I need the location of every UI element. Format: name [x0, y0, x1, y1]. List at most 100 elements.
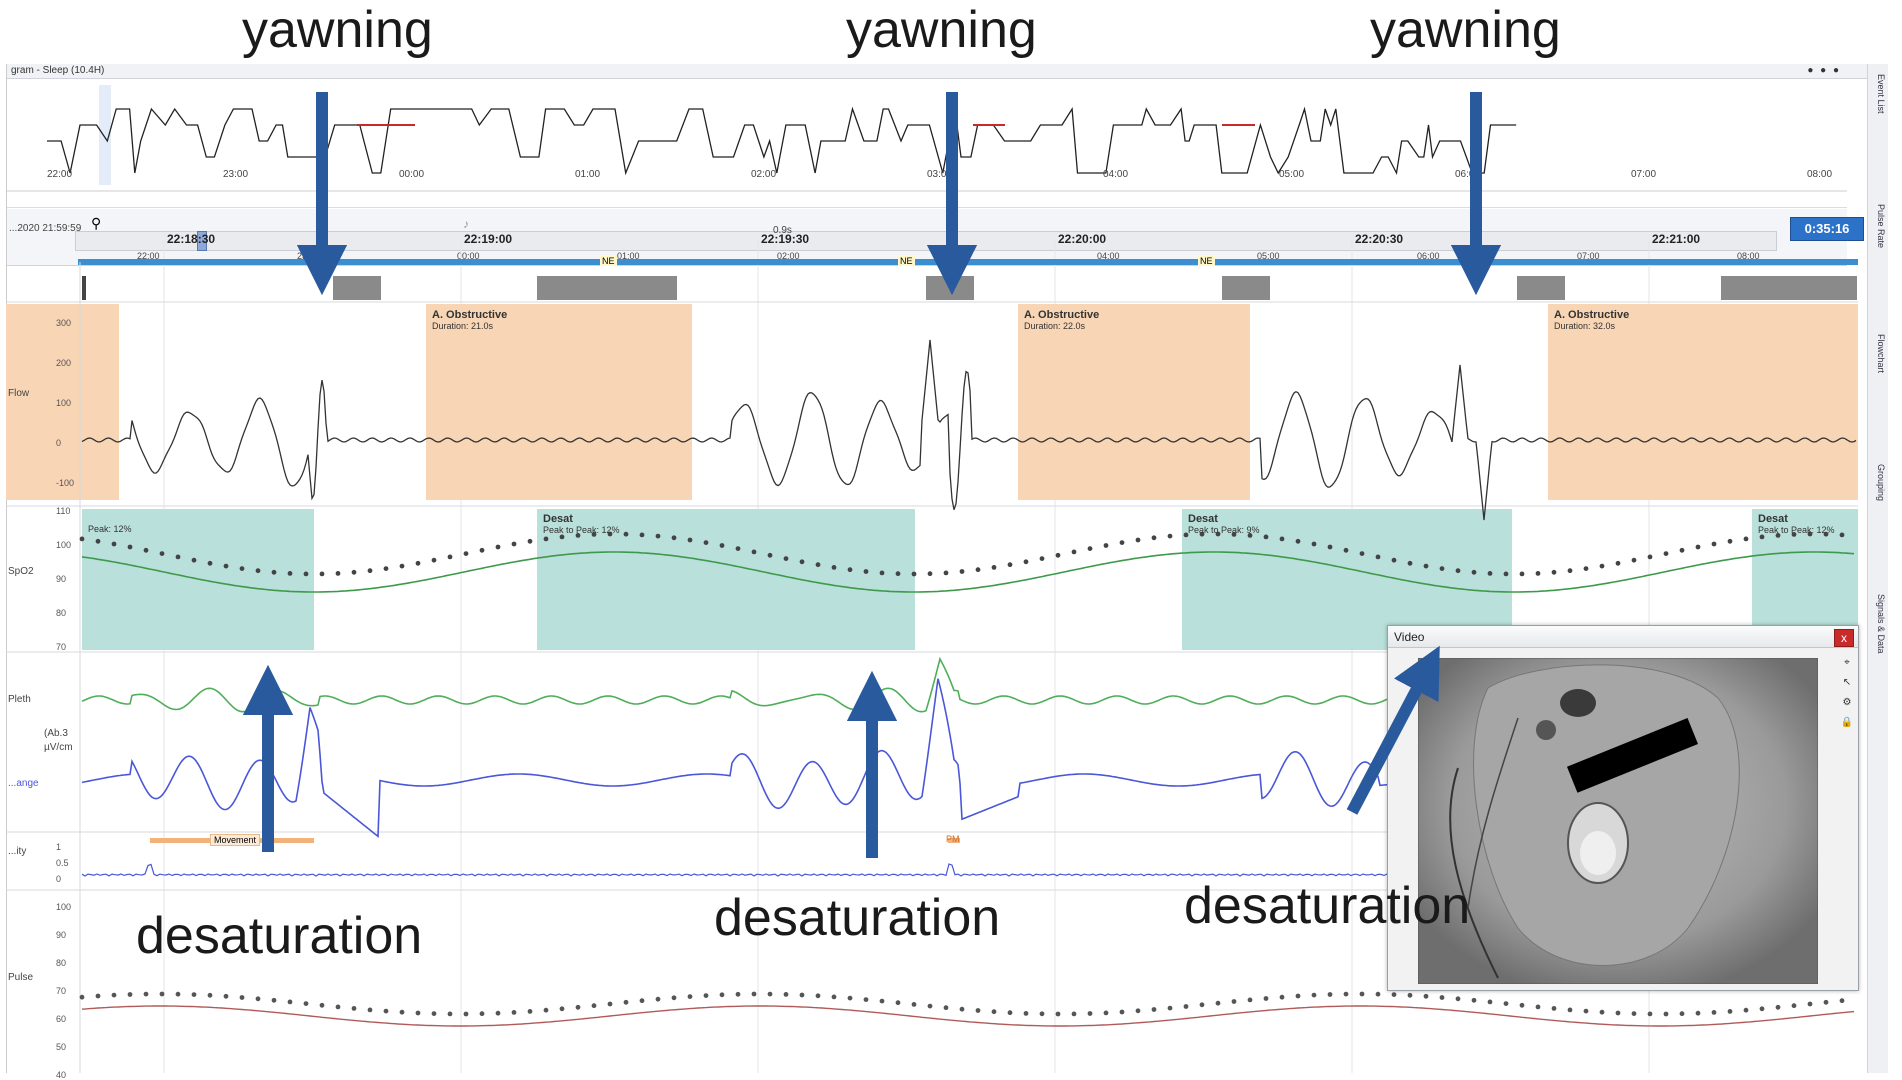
video-pin-icon[interactable]: ⌖ — [1844, 657, 1850, 668]
spo2-beat-marker — [1327, 544, 1333, 550]
pulse-beat-marker — [351, 1006, 357, 1011]
pulse-beat-marker — [751, 991, 757, 997]
side-tab-0[interactable]: Event List — [1876, 74, 1886, 114]
pulse-beat-marker — [1567, 1007, 1573, 1013]
side-tab-2[interactable]: Flowchart — [1876, 334, 1886, 374]
spo2-beat-marker — [1199, 531, 1205, 537]
pulse-beat-marker — [927, 1003, 933, 1009]
pulse-beat-marker — [1071, 1011, 1077, 1017]
pin-icon[interactable]: ⚲ — [91, 215, 102, 231]
hypnogram-trace — [47, 106, 1517, 176]
video-settings-icon[interactable]: ⚙ — [1842, 697, 1852, 708]
flow-axis-tick: 100 — [56, 398, 72, 408]
desat-event-label[interactable]: Desat Peak to Peak: 9% — [1184, 510, 1264, 535]
pulse-beat-marker — [703, 993, 709, 998]
pulse-beat-marker — [1695, 1010, 1701, 1016]
spo2-beat-marker — [863, 569, 869, 574]
snore-events-row — [82, 276, 1857, 300]
pulse-beat-marker — [1455, 996, 1461, 1002]
spo2-beat-marker — [255, 568, 261, 574]
side-tab-1[interactable]: Pulse Rate — [1876, 204, 1886, 249]
pulse-beat-marker — [1839, 998, 1845, 1004]
clock-display[interactable]: 0:35:16 — [1790, 217, 1864, 241]
spo2-beat-marker — [1439, 566, 1445, 571]
pulse-beat-marker — [1615, 1010, 1621, 1016]
spo2-beat-marker — [991, 565, 997, 570]
spo2-beat-marker — [511, 541, 517, 547]
pulse-beat-marker — [1775, 1004, 1781, 1010]
spo2-beat-marker — [1807, 531, 1813, 537]
desat-event-label[interactable]: Desat Peak to Peak: 12% — [539, 510, 624, 535]
pm-event-label[interactable]: PM — [946, 834, 960, 844]
epoch-time-label: 22:19:30 — [761, 232, 810, 246]
desaturation-events — [82, 509, 1858, 650]
pulse-beat-marker — [415, 1010, 421, 1016]
spo2-beat-marker — [287, 571, 293, 576]
obstructive-event-label[interactable]: A. Obstructive Duration: 32.0s — [1550, 306, 1633, 331]
side-tab-3[interactable]: Grouping — [1876, 464, 1886, 502]
spo2-beat-marker — [895, 571, 901, 577]
pleth-unit-label: (Ab.3 — [44, 728, 68, 739]
spo2-beat-marker — [623, 531, 629, 537]
spo2-beat-marker — [1231, 532, 1237, 537]
window-controls-icon[interactable]: ● ● ● — [1807, 65, 1841, 76]
timeline-subtick-label: 01:00 — [617, 251, 640, 261]
pulse-axis-tick: 100 — [56, 902, 72, 912]
spo2-beat-marker — [799, 559, 805, 565]
video-window[interactable]: Video x ⌖ ↖ ⚙ 🔒 — [1387, 625, 1859, 991]
pulse-beat-markers — [79, 991, 1845, 1017]
spo2-beat-marker — [1535, 571, 1541, 576]
obstructive-event-label[interactable]: A. Obstructive Duration: 21.0s — [428, 306, 511, 331]
video-close-button[interactable]: x — [1834, 629, 1854, 647]
desaturation-label-3: desaturation — [1184, 877, 1471, 935]
spo2-beat-marker — [959, 569, 965, 574]
desat-event-label[interactable]: Peak: 12% — [84, 524, 136, 534]
pulse-beat-marker — [1727, 1009, 1733, 1014]
pulse-beat-marker — [895, 1000, 901, 1006]
spo2-beat-marker — [111, 541, 117, 547]
pulse-beat-marker — [1167, 1005, 1173, 1011]
video-arrow-icon[interactable]: ↖ — [1842, 677, 1852, 688]
spo2-beat-marker — [575, 533, 581, 538]
video-lock-icon[interactable]: 🔒 — [1840, 717, 1854, 728]
timeline-subtick-label: 07:00 — [1577, 251, 1600, 261]
spo2-beat-marker — [479, 547, 485, 553]
pulse-beat-marker — [479, 1011, 485, 1017]
flow-axis-tick: 0 — [56, 438, 62, 448]
spo2-beat-marker — [463, 551, 469, 556]
hypnogram-tick-label: 00:00 — [399, 169, 425, 180]
timeline-thumb[interactable] — [197, 231, 207, 251]
snore-event — [1222, 276, 1270, 300]
pm-event-bar — [948, 838, 960, 843]
video-titlebar[interactable]: Video — [1388, 626, 1858, 648]
obstructive-event-box — [426, 304, 692, 500]
pulse-beat-marker — [1551, 1006, 1557, 1011]
pulse-beat-marker — [463, 1011, 469, 1017]
spo2-beat-marker — [703, 540, 709, 545]
pulse-beat-marker — [335, 1004, 341, 1010]
pulse-channel-label: Pulse — [8, 972, 34, 983]
snore-event — [1721, 276, 1857, 300]
pulse-beat-marker — [991, 1009, 997, 1015]
pulse-beat-marker — [911, 1002, 917, 1007]
movement-event-label[interactable]: Movement — [210, 834, 261, 846]
spo2-beat-marker — [1679, 547, 1685, 553]
pulse-beat-marker — [1119, 1009, 1125, 1015]
hypnogram-tick-label: 07:00 — [1631, 169, 1657, 180]
pulse-beat-marker — [143, 991, 149, 997]
obstructive-event-label[interactable]: A. Obstructive Duration: 22.0s — [1020, 306, 1103, 331]
spo2-beat-marker — [751, 549, 757, 555]
desat-event-label[interactable]: Desat Peak to Peak: 12% — [1754, 510, 1839, 535]
spo2-beat-marker — [1151, 535, 1157, 541]
pulse-beat-marker — [1087, 1011, 1093, 1016]
spo2-beat-marker — [303, 571, 309, 577]
side-tab-4[interactable]: Signals & Data — [1876, 594, 1886, 654]
spo2-beat-marker — [1631, 557, 1637, 563]
spo2-beat-marker — [415, 560, 421, 566]
pulse-beat-marker — [607, 1001, 613, 1007]
spo2-beat-marker — [1519, 571, 1525, 577]
epoch-time-label: 22:18:30 — [167, 232, 216, 246]
timeline-start-label: ...2020 21:59:59 — [9, 223, 82, 234]
